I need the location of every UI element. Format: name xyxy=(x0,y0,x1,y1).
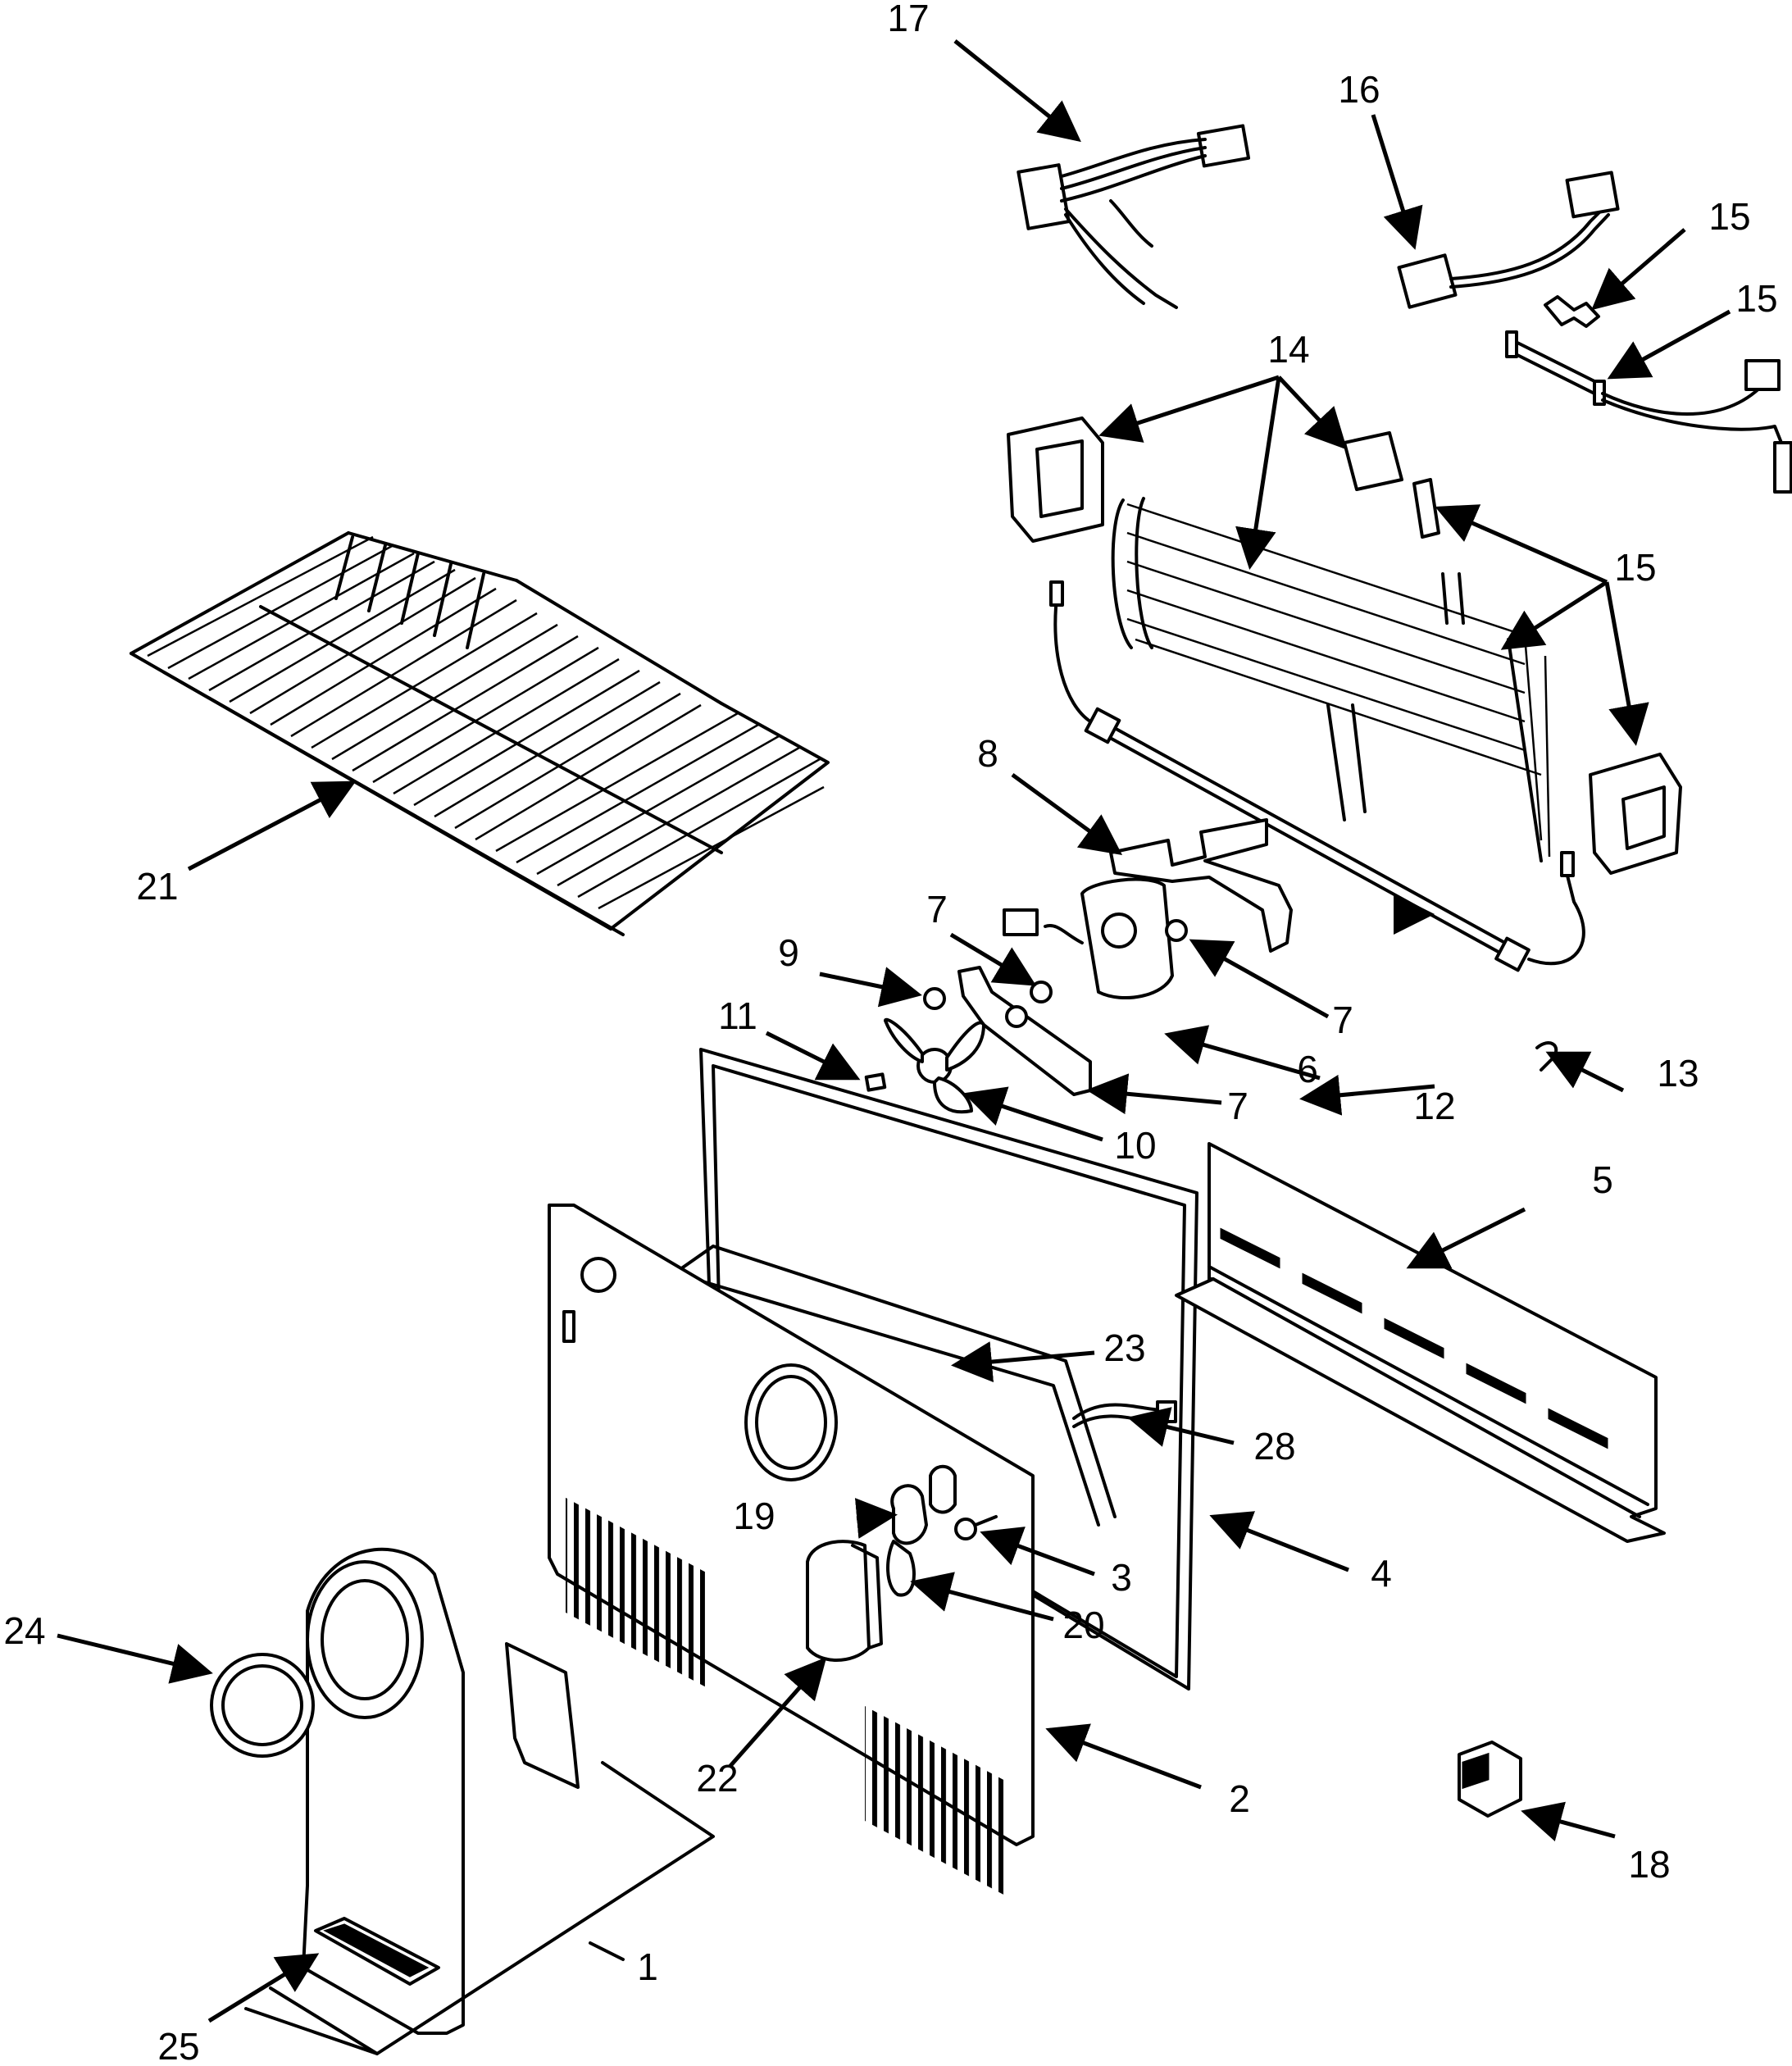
baffle-part-25 xyxy=(671,1245,1117,1527)
callout-18: 16 xyxy=(1338,68,1380,111)
callout-20: 18 xyxy=(1628,1843,1670,1886)
light-bulb-part-22 xyxy=(886,1540,916,1597)
callout-3: 3 xyxy=(1111,1556,1132,1599)
callout-15-top: 14 xyxy=(1267,328,1309,371)
air-duct-part-1 xyxy=(244,1547,715,2055)
damper-part-27 xyxy=(314,1917,440,1986)
callout-13: 12 xyxy=(1413,1085,1455,1127)
callout-21: 19 xyxy=(733,1495,775,1537)
callout-16: 15 xyxy=(1735,277,1777,320)
leader-arrows xyxy=(57,39,1731,2023)
callout-6: 6 xyxy=(1297,1048,1318,1090)
callout-23: 21 xyxy=(136,865,178,908)
motor-bracket-part-9 xyxy=(1109,818,1293,953)
switch-part-20 xyxy=(1458,1741,1522,1818)
callout-19: 17 xyxy=(887,0,929,39)
callout-7-right: 7 xyxy=(1332,999,1353,1041)
callout-2: 2 xyxy=(1229,1777,1250,1820)
clip-part-17 xyxy=(1544,295,1600,328)
callout-9: 8 xyxy=(977,732,998,775)
callout-14: 13 xyxy=(1657,1052,1699,1094)
callout-24: 22 xyxy=(696,1757,738,1800)
callout-22: 20 xyxy=(1062,1604,1104,1646)
ring-part-26 xyxy=(210,1653,315,1758)
callout-11: 10 xyxy=(1114,1124,1156,1167)
defrost-heater-part-13 xyxy=(1049,580,1585,972)
light-shield-part-24 xyxy=(806,1540,883,1662)
callout-5: 5 xyxy=(1592,1158,1613,1201)
light-socket-part-21 xyxy=(890,1464,957,1545)
evaporator-cover-part-2 xyxy=(548,1204,1035,1895)
screw-part-10 xyxy=(923,987,946,1010)
callout-28: 28 xyxy=(1253,1425,1295,1468)
evaporator-fan-motor-part-6 xyxy=(1003,877,1174,999)
rear-panel-part-5 xyxy=(1175,1142,1666,1543)
callout-17: 15 xyxy=(1708,195,1750,238)
evaporator-part-15 xyxy=(1007,416,1682,875)
sensor-harness-part-18 xyxy=(1397,171,1620,309)
callout-25: 23 xyxy=(1103,1327,1145,1369)
callout-27: 25 xyxy=(157,2025,199,2066)
callout-10: 9 xyxy=(778,931,799,974)
wire-part-28 xyxy=(1072,1400,1177,1428)
callout-7-left: 7 xyxy=(926,888,948,931)
callout-26: 24 xyxy=(3,1609,45,1652)
callout-4: 4 xyxy=(1371,1552,1392,1595)
thermostat-lead-part-16 xyxy=(1505,330,1792,494)
leader-line-part-1 xyxy=(589,1941,625,1961)
callout-15-right: 15 xyxy=(1614,546,1656,589)
wire-shelf-part-23 xyxy=(130,531,830,936)
wire-harness-part-19 xyxy=(1017,124,1251,309)
fan-blade-part-11 xyxy=(884,1017,985,1114)
callout-1: 1 xyxy=(637,1945,658,1988)
clip-part-12 xyxy=(864,1072,887,1092)
callout-8: 7 xyxy=(1227,1085,1248,1127)
callout-12: 11 xyxy=(718,994,757,1037)
screw-part-3 xyxy=(954,1515,998,1540)
callout-labels: 17 16 15 15 14 15 21 8 7 7 6 9 11 7 10 1… xyxy=(3,0,1777,2066)
grommet-part-7 xyxy=(1030,919,1188,1003)
